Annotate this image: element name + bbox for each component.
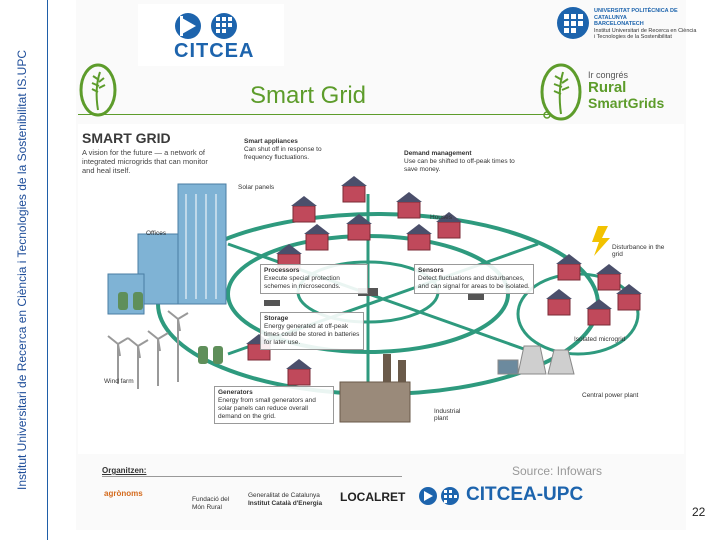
- citcea-logo: CITCEA: [138, 4, 284, 66]
- org-logo-citcea-upc: CITCEA-UPC: [466, 484, 584, 505]
- upc-logo-text: UNIVERSITAT POLITÈCNICA DE CATALUNYA BAR…: [594, 8, 697, 40]
- callout-generators: Generators Energy from small generators …: [214, 386, 334, 424]
- industrial-plant-shape: [339, 354, 411, 423]
- citcea-emblem-icon: [175, 13, 237, 39]
- congress-logo: Ir congrés Rural SmartGrids: [588, 70, 665, 111]
- source-credit: Source: Infowars: [512, 464, 603, 478]
- vertical-sidebar: Institut Universitari de Recerca en Cièn…: [0, 0, 48, 540]
- callout-storage: Storage Energy generated at off-peak tim…: [260, 312, 364, 350]
- org-logo-generalitat: Generalitat de Catalunya Institut Català…: [248, 492, 323, 507]
- label-offices: Offices: [146, 230, 167, 237]
- upc-logo: UNIVERSITAT POLITÈCNICA DE CATALUNYA BAR…: [556, 6, 696, 46]
- organizers-divider: [102, 476, 402, 477]
- label-wind-farm: Wind farm: [104, 378, 134, 385]
- lightning-icon: [592, 226, 610, 256]
- upc-emblem-icon: [557, 7, 589, 39]
- callout-demand-management: Demand management Use can be shifted to …: [404, 150, 520, 174]
- organizers-label: Organitzen:: [102, 466, 147, 475]
- citcea-footer-emblem-icon: [419, 487, 459, 505]
- callout-smart-appliances: Smart appliances Can shut off in respons…: [244, 138, 344, 162]
- wheat-leaf-icon: [79, 63, 117, 117]
- grid-illustration: [107, 176, 642, 423]
- central-power-plant-shape: [497, 345, 575, 375]
- label-isolated-microgrid: Isolated microgrid: [574, 336, 626, 343]
- page-title: Smart Grid: [250, 82, 367, 109]
- callout-sensors: Sensors Detect fluctuations and disturba…: [414, 264, 534, 294]
- label-industrial-plant: Industrial plant: [434, 408, 461, 422]
- sidebar-divider: [47, 0, 48, 540]
- citcea-wordmark: CITCEA: [174, 40, 255, 62]
- label-central-power-plant: Central power plant: [582, 392, 639, 399]
- infographic-title: SMART GRID: [82, 130, 171, 146]
- infographic-subtitle: A vision for the future — a network of i…: [82, 148, 208, 175]
- sidebar-institute-text: Institut Universitari de Recerca en Cièn…: [15, 50, 29, 490]
- callout-processors: Processors Execute special protection sc…: [260, 264, 368, 294]
- label-solar-panels: Solar panels: [238, 184, 275, 191]
- org-logo-localret: LOCALRET: [340, 490, 406, 504]
- label-disturbance: Disturbance in the grid: [612, 244, 665, 258]
- label-houses: Houses: [430, 214, 453, 221]
- page-number: 22: [692, 505, 706, 519]
- congress-leaf-icon: [540, 63, 582, 121]
- wind-turbines: [107, 310, 189, 389]
- smart-grid-infographic: SMART GRID A vision for the future — a n…: [78, 124, 684, 454]
- header-divider: [78, 114, 550, 115]
- org-logo-fundacio: Fundació del Món Rural: [192, 496, 230, 511]
- org-logo-agronoms: agrònoms: [104, 489, 143, 498]
